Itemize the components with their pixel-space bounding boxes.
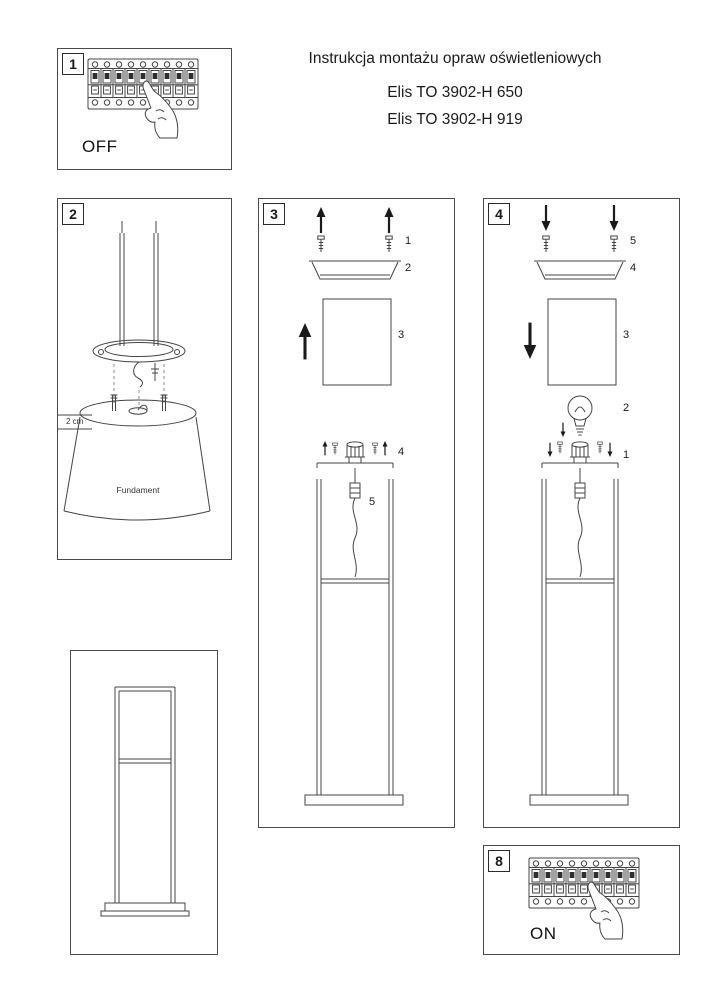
cover-tray-drawing bbox=[534, 260, 626, 280]
panel-4-number: 4 bbox=[488, 203, 510, 225]
page-title: Instrukcja montażu opraw oświetleniowych bbox=[308, 50, 602, 67]
panel-1-power-off: 1 OFF bbox=[57, 48, 232, 170]
panel-finished-view bbox=[70, 650, 218, 955]
glass-shade-drawing bbox=[322, 298, 392, 386]
up-arrow-icon bbox=[383, 205, 395, 235]
bulb-drawing bbox=[559, 395, 593, 438]
pole-drawing bbox=[119, 221, 159, 346]
title-block: Instrukcja montażu opraw oświetleniowych… bbox=[250, 50, 660, 138]
finished-post-illustration bbox=[100, 686, 190, 917]
panel-3-number: 3 bbox=[263, 203, 285, 225]
step-label-glass: 3 bbox=[623, 329, 630, 341]
power-on-label: ON bbox=[530, 924, 557, 943]
pointing-hand-icon bbox=[587, 881, 624, 940]
screw-icon bbox=[385, 235, 393, 253]
cover-tray-drawing bbox=[309, 260, 401, 280]
circuit-breaker-icon bbox=[529, 858, 639, 908]
post-frame-drawing bbox=[100, 686, 190, 917]
dimension-lines bbox=[58, 414, 92, 430]
up-arrow-icon bbox=[315, 205, 327, 235]
step-label-cover: 2 bbox=[405, 262, 412, 274]
step-label-cover: 4 bbox=[630, 262, 637, 274]
panel-2-number: 2 bbox=[62, 203, 84, 225]
big-up-arrow-icon bbox=[297, 321, 313, 361]
alignment-dashes bbox=[113, 364, 165, 407]
big-down-arrow-icon bbox=[522, 321, 538, 361]
post-frame-drawing bbox=[304, 479, 404, 806]
step-label-bulb: 2 bbox=[623, 402, 630, 414]
foundation-illustration bbox=[58, 221, 211, 521]
foundation-label: Fundament bbox=[116, 485, 160, 495]
step-label-fixture: 1 bbox=[623, 449, 630, 461]
screw-icon bbox=[317, 235, 325, 253]
anchor-hook-drawing bbox=[133, 361, 159, 388]
step-label-glass: 3 bbox=[398, 329, 405, 341]
wire-connector-drawing bbox=[349, 468, 361, 578]
panel-8-number: 8 bbox=[488, 850, 510, 872]
step-label-screws: 1 bbox=[405, 235, 412, 247]
lamp-socket-drawing bbox=[541, 441, 619, 468]
panel-2-foundation: 2 2 cm bbox=[57, 198, 232, 560]
lamp-socket-drawing bbox=[316, 440, 394, 468]
step-label-screws: 5 bbox=[630, 235, 637, 247]
step-label-fixture: 4 bbox=[398, 446, 405, 458]
panel-4-assembly: 4 bbox=[483, 198, 680, 828]
panel-1-number: 1 bbox=[62, 53, 84, 75]
step-label-connector: 5 bbox=[369, 496, 376, 508]
panel-8-power-on: 8 ON bbox=[483, 845, 680, 955]
post-frame-drawing bbox=[529, 479, 629, 806]
glass-shade-drawing bbox=[547, 298, 617, 386]
breaker-on-illustration bbox=[484, 846, 681, 940]
screw-icon bbox=[610, 235, 618, 253]
assembly-step-3-illustration bbox=[297, 205, 404, 806]
power-off-label: OFF bbox=[82, 137, 118, 156]
wire-connector-drawing bbox=[574, 468, 586, 578]
assembly-step-4-illustration bbox=[522, 203, 629, 806]
model-name-2: Elis TO 3902-H 919 bbox=[387, 111, 523, 128]
foundation-drawing bbox=[63, 394, 211, 521]
dimension-label: 2 cm bbox=[66, 417, 84, 426]
down-arrow-icon bbox=[540, 203, 552, 233]
down-arrow-icon bbox=[608, 203, 620, 233]
panel-3-assembly: 3 bbox=[258, 198, 455, 828]
screw-icon bbox=[542, 235, 550, 253]
model-name-1: Elis TO 3902-H 650 bbox=[387, 84, 523, 101]
flange-drawing bbox=[92, 339, 186, 363]
